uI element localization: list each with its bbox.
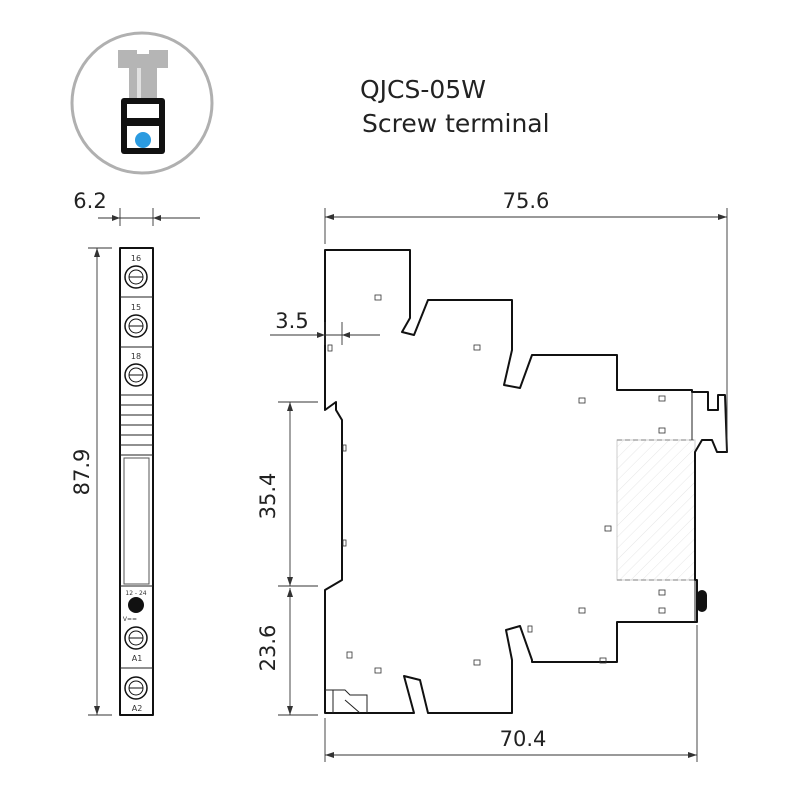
terminal-label-a1: A1 (132, 654, 143, 663)
dim-label-width-total: 75.6 (503, 189, 550, 213)
dim-label-width-bottom: 70.4 (500, 727, 547, 751)
dim-label-offset-small: 3.5 (275, 309, 308, 333)
terminal-label-a2: A2 (132, 704, 143, 713)
dimension-width-front: 6.2 (73, 189, 200, 226)
wire-dot-icon (135, 132, 151, 148)
dimension-height-middle: 35.4 (256, 401, 318, 587)
dim-label-height-middle: 35.4 (256, 473, 280, 520)
terminal-label-16: 16 (131, 254, 141, 263)
screw-terminal-icon (70, 31, 214, 175)
terminal-label-18: 18 (131, 352, 141, 361)
dimension-height-total: 87.9 (70, 247, 112, 716)
dim-label-width-front: 6.2 (73, 189, 106, 213)
dimension-height-lower: 23.6 (256, 588, 318, 716)
dimension-width-total: 75.6 (324, 189, 728, 452)
indicator-voltage-label: 12 - 24 (125, 590, 146, 597)
model-subtitle: Screw terminal (362, 109, 550, 138)
indicator-led-icon (128, 597, 144, 613)
dimension-offset-small: 3.5 (270, 309, 380, 345)
side-view (324, 249, 728, 714)
terminal-label-15: 15 (131, 303, 141, 312)
terminal-16: 16 (124, 254, 148, 289)
model-title: QJCS-05W (360, 75, 486, 104)
terminal-a2: A2 (124, 676, 148, 713)
terminal-15: 15 (124, 303, 148, 338)
dimension-width-bottom: 70.4 (324, 625, 698, 762)
dim-label-height-lower: 23.6 (256, 625, 280, 672)
terminal-a1: A1 (124, 626, 148, 663)
terminal-18: 18 (124, 352, 148, 387)
dim-label-height-total: 87.9 (70, 449, 94, 496)
front-view: 16 15 18 12 - 24 V== A1 (119, 247, 154, 716)
indicator-sub-label: V== (123, 616, 137, 623)
